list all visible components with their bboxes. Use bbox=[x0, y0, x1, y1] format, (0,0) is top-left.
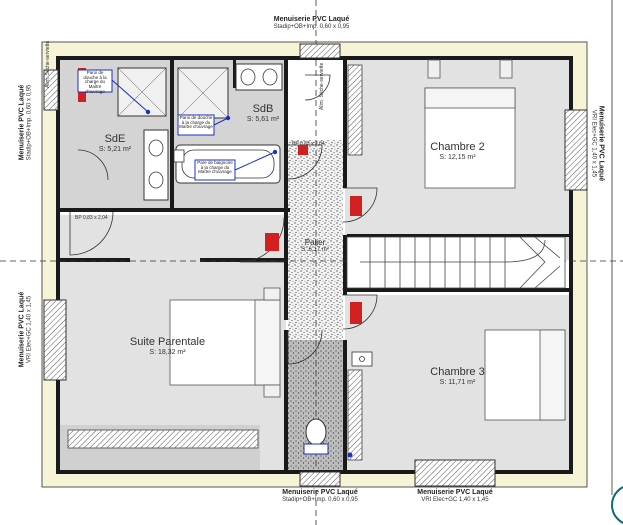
window-top-label: Menuiserie PVC Laqué Stadip+OB+Imp. 0,60… bbox=[0, 16, 623, 31]
window-bottom-left-title: Menuiserie PVC Laqué bbox=[282, 489, 358, 496]
room-chambre2: Chambre 2 S: 12,15 m² bbox=[415, 141, 500, 162]
note-alim-1: Alim. Sèche-serviette bbox=[45, 40, 51, 88]
room-sde-area: S: 5,21 m² bbox=[98, 145, 132, 153]
room-sde-name: SdE bbox=[104, 133, 126, 145]
bed-suite bbox=[169, 287, 281, 398]
note-paroi-sde: Paroi de douche à la charge du Maître d'… bbox=[83, 70, 107, 94]
closet-chambre3 bbox=[347, 369, 363, 461]
window-left-bottom bbox=[43, 299, 67, 381]
window-left-bottom-spec: VRI Elec+GC 1,40 x 1,45 bbox=[26, 295, 33, 364]
closet-suite bbox=[67, 429, 259, 449]
window-left-bottom-label: Menuiserie PVC Laqué VRI Elec+GC 1,40 x … bbox=[19, 269, 34, 389]
note-alim-2: Alim. Sèche-serviette bbox=[319, 62, 325, 110]
window-right-spec: VRI Elec+GC 1,40 x 1,45 bbox=[590, 109, 597, 178]
room-sdb-area: S: 5,61 m² bbox=[246, 115, 280, 123]
window-bottom-left-label: Menuiserie PVC Laqué Stadip+OB+Imp. 0,60… bbox=[260, 489, 380, 504]
sink-sdb bbox=[235, 63, 283, 91]
bed-chambre2 bbox=[424, 59, 516, 189]
interior-walls bbox=[60, 60, 569, 472]
window-bottom-right bbox=[414, 459, 496, 487]
window-top-spec: Stadip+OB+Imp. 0,60 x 0,95 bbox=[273, 24, 350, 31]
closet-chambre2 bbox=[347, 64, 363, 156]
window-right bbox=[564, 109, 588, 191]
window-bottom-right-spec: VRI Elec+GC 1,40 x 1,45 bbox=[421, 497, 489, 504]
room-suite-area: S: 18,32 m² bbox=[149, 348, 186, 356]
window-top-title: Menuiserie PVC Laqué bbox=[273, 16, 350, 23]
room-chambre2-name: Chambre 2 bbox=[430, 141, 485, 153]
window-left-top bbox=[43, 69, 59, 111]
room-chambre2-area: S: 12,15 m² bbox=[439, 153, 476, 161]
room-sdb-name: SdB bbox=[252, 103, 274, 115]
room-suite: Suite Parentale S: 18,32 m² bbox=[115, 336, 220, 357]
window-right-title: Menuiserie PVC Laqué bbox=[597, 105, 605, 182]
door-label-sde: BP 0,83 x 2,04 bbox=[75, 215, 108, 221]
door-label-sdb: BP 0,83 x 2,04 bbox=[292, 141, 325, 147]
toilet bbox=[305, 418, 327, 446]
room-sde: SdE S: 5,21 m² bbox=[80, 133, 150, 154]
room-palier: Palier S: 6,17 m² bbox=[285, 238, 345, 254]
window-bottom-left-spec: Stadip+OB+Imp. 0,60 x 0,95 bbox=[282, 497, 358, 504]
window-top bbox=[299, 43, 341, 59]
sink-sde bbox=[143, 129, 169, 201]
note-paroi-sdb: Paroi de douche à la charge du Maître d'… bbox=[179, 115, 213, 130]
room-chambre3: Chambre 3 S: 11,71 m² bbox=[415, 366, 500, 387]
room-chambre3-name: Chambre 3 bbox=[430, 366, 485, 378]
blue-annotations bbox=[77, 69, 353, 458]
outlets bbox=[173, 149, 373, 367]
note-pare-baignoire: Pare de baignoire à la charge du Maître … bbox=[197, 160, 233, 175]
window-left-top-label: Menuiserie PVC Laqué Stadip+OB+Imp. 0,60… bbox=[19, 62, 34, 182]
staircase bbox=[346, 236, 566, 289]
window-left-top-title: Menuiserie PVC Laqué bbox=[18, 84, 26, 161]
window-left-bottom-title: Menuiserie PVC Laqué bbox=[18, 291, 26, 368]
room-suite-name: Suite Parentale bbox=[129, 336, 206, 348]
room-palier-area: S: 6,17 m² bbox=[301, 247, 329, 254]
room-sdb: SdB S: 5,61 m² bbox=[228, 103, 298, 124]
window-right-label: Menuiserie PVC Laqué VRI Elec+GC 1,40 x … bbox=[590, 83, 605, 203]
window-bottom-left bbox=[299, 471, 341, 487]
corner-badge bbox=[611, 486, 623, 524]
window-left-top-spec: Stadip+OB+Imp. 0,60 x 0,95 bbox=[26, 84, 33, 161]
blue-dots bbox=[145, 109, 278, 155]
window-bottom-right-title: Menuiserie PVC Laqué bbox=[417, 489, 493, 496]
window-bottom-right-label: Menuiserie PVC Laqué VRI Elec+GC 1,40 x … bbox=[395, 489, 515, 504]
room-palier-name: Palier bbox=[304, 238, 326, 247]
room-chambre3-area: S: 11,71 m² bbox=[439, 378, 476, 386]
bed-chambre3 bbox=[484, 329, 566, 421]
